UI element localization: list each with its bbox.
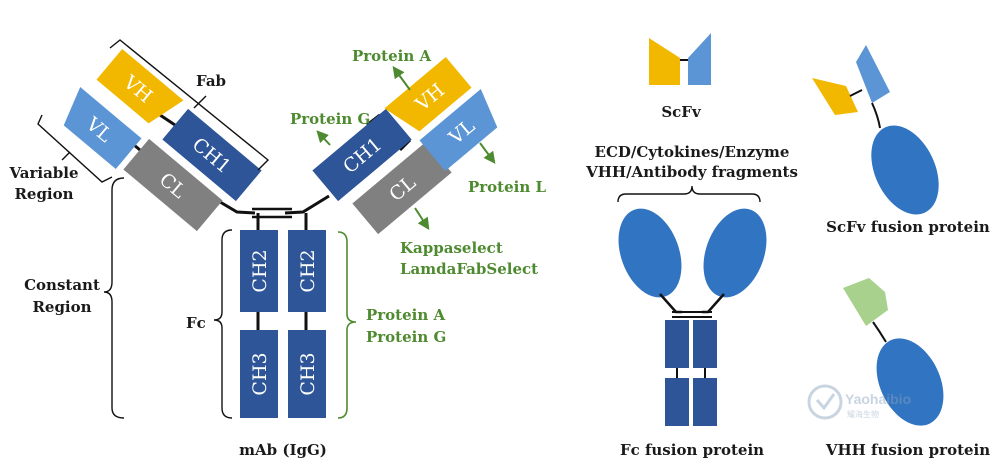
protein-l-arrow xyxy=(479,142,496,164)
left-ch3-domain xyxy=(240,330,278,418)
watermark-subtext: 耀海生物 xyxy=(847,409,879,419)
fab-bracket xyxy=(109,39,270,171)
variable-region-label-2: Region xyxy=(14,185,73,203)
constant-region-label-2: Region xyxy=(32,298,91,316)
left-ch1-domain xyxy=(162,108,262,202)
left-vl-domain xyxy=(63,86,142,170)
fab-label: Fab xyxy=(196,72,226,90)
left-ch3-label: CH3 xyxy=(249,352,271,395)
protein-a-label: Protein A xyxy=(352,47,431,65)
fc-fusion-molecule xyxy=(618,208,767,426)
constant-region-bracket xyxy=(103,177,125,419)
scfv-molecule xyxy=(649,33,711,85)
scfv-label: ScFv xyxy=(661,103,702,121)
fc-fusion-header-2: VHH/Antibody fragments xyxy=(585,163,798,181)
left-ch2-label: CH2 xyxy=(249,249,271,292)
fc-label: Fc xyxy=(186,314,206,332)
binding-arrows xyxy=(316,66,496,231)
right-vh-domain xyxy=(384,56,472,132)
protein-l-label: Protein L xyxy=(468,178,546,196)
fc-binding-bracket xyxy=(337,231,357,419)
fc-fusion-label: Fc fusion protein xyxy=(620,441,764,459)
vhh-fusion-molecule xyxy=(843,278,944,426)
igg-molecule: CH1 CL VH VL CH1 CL VH VL xyxy=(63,48,498,418)
scfv-fusion-label: ScFv fusion protein xyxy=(826,218,990,236)
right-ch3-label: CH3 xyxy=(297,352,319,395)
fc-fusion-bracket xyxy=(617,185,761,203)
right-ch3-domain xyxy=(288,330,326,418)
kappaselect-arrow xyxy=(414,207,430,231)
constant-region-label-1: Constant xyxy=(24,276,100,294)
watermark-logo-icon xyxy=(807,384,843,420)
right-cl-domain xyxy=(352,141,452,235)
igg-brackets xyxy=(37,39,270,419)
igg-title: mAb (IgG) xyxy=(239,441,327,459)
right-ch2-label: CH2 xyxy=(297,249,319,292)
fc-bracket xyxy=(213,229,233,419)
lamdafabselect-label: LamdaFabSelect xyxy=(400,260,538,278)
variable-region-label-1: Variable xyxy=(8,164,78,182)
protein-g-arrow xyxy=(316,130,331,146)
watermark-text: Yaohaibio xyxy=(845,391,911,407)
left-cl-domain xyxy=(123,138,223,232)
left-vh-domain xyxy=(96,48,184,124)
protein-g-label: Protein G xyxy=(290,110,370,128)
protein-a-arrow xyxy=(392,66,411,91)
left-ch2-domain xyxy=(240,230,278,312)
yaohaibio-watermark: Yaohaibio 耀海生物 xyxy=(807,384,911,420)
kappaselect-label: Kappaselect xyxy=(400,239,503,257)
fc-protein-g-label: Protein G xyxy=(366,328,446,346)
right-ch2-domain xyxy=(288,230,326,312)
fc-fusion-left-partner xyxy=(618,208,682,298)
fc-fusion-right-partner xyxy=(703,208,767,298)
variable-region-bracket xyxy=(37,114,113,183)
right-ch1-domain xyxy=(312,108,412,202)
fc-protein-a-label: Protein A xyxy=(366,306,445,324)
fc-fusion-header-1: ECD/Cytokines/Enzyme xyxy=(595,143,790,161)
vhh-fusion-label: VHH fusion protein xyxy=(825,441,990,459)
right-vl-domain xyxy=(419,88,498,172)
scfv-fusion-molecule xyxy=(812,45,939,215)
